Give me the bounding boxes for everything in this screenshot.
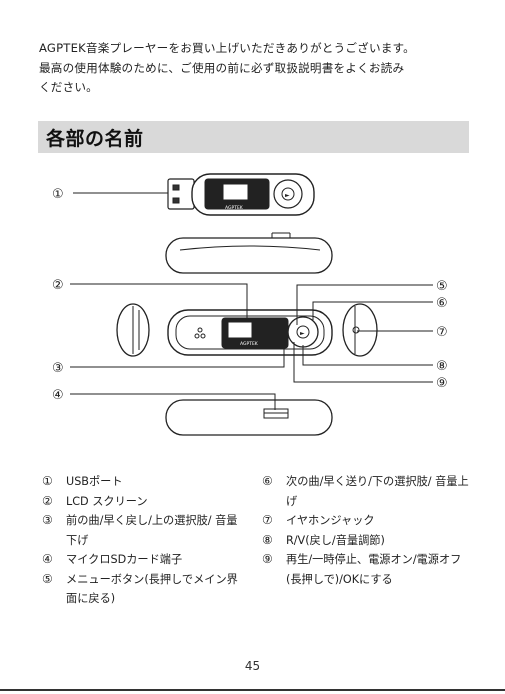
part-label: マイクロSDカード端子 <box>66 550 242 570</box>
callout-8: ⑧ <box>436 359 448 374</box>
intro-text: AGPTEK音楽プレーヤーをお買い上げいただきありがとうございます。 最高の使用… <box>39 39 479 98</box>
callout-3: ③ <box>52 361 64 376</box>
callout-4: ④ <box>52 388 64 403</box>
intro-line-2: 最高の使用体験のために、ご使用の前に必ず取扱説明書をよくお読み <box>39 59 479 79</box>
part-item: ⑨ 再生/一時停止、電源オン/電源オフ(長押しで)/OKにする <box>262 550 472 589</box>
part-item: ① USBポート <box>42 472 242 492</box>
part-item: ② LCD スクリーン <box>42 492 242 512</box>
part-item: ⑥ 次の曲/早く送り/下の選択肢/ 音量上げ <box>262 472 472 511</box>
part-number: ③ <box>42 511 66 550</box>
svg-text:►: ► <box>300 330 305 337</box>
page-number: 45 <box>0 659 505 673</box>
callout-2: ② <box>52 278 64 293</box>
device-side-view-2 <box>166 400 332 435</box>
bottom-divider <box>0 689 505 691</box>
part-number: ⑤ <box>42 570 66 609</box>
part-label: 前の曲/早く戻し/上の選択肢/ 音量下げ <box>66 511 242 550</box>
part-number: ② <box>42 492 66 512</box>
part-item: ④ マイクロSDカード端子 <box>42 550 242 570</box>
intro-line-1: AGPTEK音楽プレーヤーをお買い上げいただきありがとうございます。 <box>39 39 479 59</box>
part-number: ⑧ <box>262 531 286 551</box>
parts-list-right: ⑥ 次の曲/早く送り/下の選択肢/ 音量上げ ⑦ イヤホンジャック ⑧ R/V(… <box>262 472 472 589</box>
part-number: ④ <box>42 550 66 570</box>
part-number: ⑨ <box>262 550 286 589</box>
part-label: 再生/一時停止、電源オン/電源オフ(長押しで)/OKにする <box>286 550 472 589</box>
part-label: USBポート <box>66 472 242 492</box>
callout-9: ⑨ <box>436 376 448 391</box>
parts-list-left: ① USBポート ② LCD スクリーン ③ 前の曲/早く戻し/上の選択肢/ 音… <box>42 472 242 609</box>
part-label: LCD スクリーン <box>66 492 242 512</box>
part-label: メニューボタン(長押しでメイン界面に戻る) <box>66 570 242 609</box>
part-number: ① <box>42 472 66 492</box>
svg-text:►: ► <box>285 192 290 199</box>
part-label: 次の曲/早く送り/下の選択肢/ 音量上げ <box>286 472 472 511</box>
part-item: ⑧ R/V(戻し/音量調節) <box>262 531 472 551</box>
device-diagram: AGPTEK ► AGPTEK <box>0 160 505 450</box>
callout-6: ⑥ <box>436 296 448 311</box>
part-label: R/V(戻し/音量調節) <box>286 531 472 551</box>
part-item: ⑦ イヤホンジャック <box>262 511 472 531</box>
device-top-view: AGPTEK ► <box>168 174 314 215</box>
part-item: ⑤ メニューボタン(長押しでメイン界面に戻る) <box>42 570 242 609</box>
part-number: ⑦ <box>262 511 286 531</box>
callout-5: ⑤ <box>436 279 448 294</box>
brand-label-front: AGPTEK <box>240 341 259 347</box>
part-label: イヤホンジャック <box>286 511 472 531</box>
part-item: ③ 前の曲/早く戻し/上の選択肢/ 音量下げ <box>42 511 242 550</box>
intro-line-3: ください。 <box>39 78 479 98</box>
callout-7: ⑦ <box>436 325 448 340</box>
device-side-view-1 <box>166 233 332 273</box>
callout-1: ① <box>52 187 64 202</box>
brand-label-top: AGPTEK <box>225 205 244 211</box>
part-number: ⑥ <box>262 472 286 511</box>
section-title: 各部の名前 <box>46 124 144 151</box>
section-header: 各部の名前 <box>38 121 469 153</box>
